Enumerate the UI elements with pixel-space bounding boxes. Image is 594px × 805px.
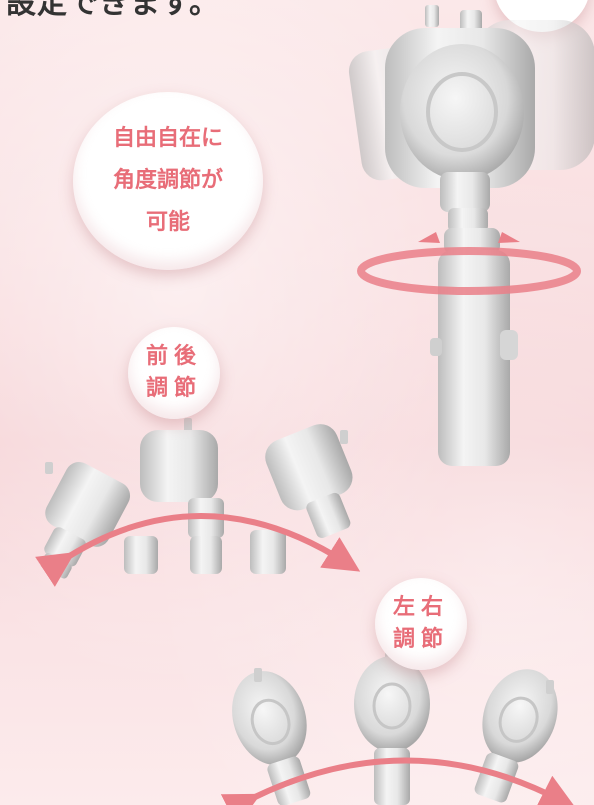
- main-device-graphic: [348, 5, 594, 466]
- left-right-line2: 調節: [392, 627, 449, 652]
- left-right-line1: 左右: [392, 595, 449, 620]
- front-back-line2: 調節: [145, 376, 202, 401]
- front-back-bubble: 前後 調節: [128, 327, 220, 419]
- angle-adjust-bubble: 自由自在に 角度調節が 可能: [73, 92, 263, 270]
- rotation-ring: [357, 247, 581, 295]
- left-right-bubble: 左右 調節: [375, 578, 467, 670]
- header-text: 設定できます。: [6, 0, 220, 21]
- angle-bubble-line1: 自由自在に: [112, 126, 223, 151]
- front-back-arrow: [35, 513, 361, 587]
- angle-bubble-line3: 可能: [145, 210, 190, 235]
- left-right-arrow: [220, 757, 576, 805]
- front-back-devices: [40, 418, 353, 579]
- angle-bubble-line2: 角度調節が: [112, 168, 223, 193]
- front-back-line1: 前後: [145, 344, 202, 369]
